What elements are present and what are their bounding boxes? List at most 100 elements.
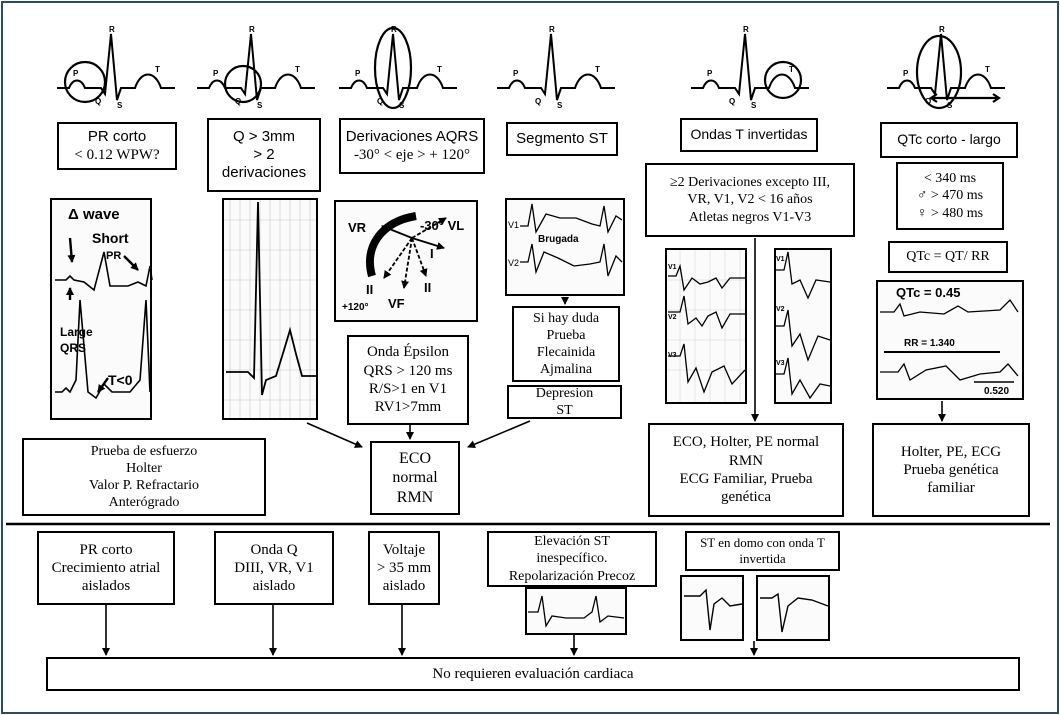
box-qtc-formula: QTc = QT/ RR xyxy=(888,241,1008,273)
text-line: Voltaje xyxy=(382,541,426,558)
waveform-label: P xyxy=(903,69,909,78)
waveform-label: S xyxy=(557,101,563,110)
waveform-label: S xyxy=(257,101,263,110)
label-axis-120: +120° xyxy=(342,302,369,313)
label-lead-v3: V3 xyxy=(776,360,785,367)
text-line: RMN xyxy=(396,488,434,506)
label-brugada-v1: V1 xyxy=(508,220,520,230)
ecg-trace xyxy=(520,243,623,277)
label-pr: PR xyxy=(106,250,122,262)
ecg-waveform-line xyxy=(57,33,175,101)
box-bottom-voltage: Voltaje > 35 mm aislado xyxy=(368,531,440,605)
ecg-trace xyxy=(776,309,831,362)
text-line: Segmento ST xyxy=(516,129,608,147)
text-line: Prueba de esfuerzo xyxy=(90,443,198,459)
text-line: Flecainida xyxy=(536,345,596,360)
image-dome-st-ecg-1 xyxy=(680,575,744,641)
waveform-label: Q xyxy=(95,97,101,106)
text-line: < 340 ms xyxy=(923,171,977,187)
text-line: QRS > 120 ms xyxy=(363,362,453,379)
box-bottom-pr: PR corto Crecimiento atrial aislados xyxy=(37,531,175,605)
label-axis-i: I xyxy=(430,246,434,261)
axis-arrow xyxy=(383,237,413,279)
ecg-trace xyxy=(668,343,746,394)
text-line: Holter, PE, ECG xyxy=(900,443,1002,460)
text-line: genética xyxy=(721,489,771,506)
text-line: inespecífico. xyxy=(536,551,608,567)
waveform-label: T xyxy=(295,65,300,74)
text-line: Ajmalina xyxy=(539,362,593,378)
box-st-segment: Segmento ST xyxy=(506,122,618,156)
image-t-inverted-ecg-1 xyxy=(665,248,747,404)
highlight-marker xyxy=(373,26,413,110)
waveform-label: T xyxy=(595,65,600,74)
ecg-trace xyxy=(668,263,745,292)
label-lead-v1: V1 xyxy=(668,264,677,271)
text-line: PR corto xyxy=(79,541,133,558)
waveform-label: Q xyxy=(729,97,735,106)
box-epsilon: Onda Épsilon QRS > 120 ms R/S>1 en V1 RV… xyxy=(347,335,469,425)
ecg-waveform-line xyxy=(691,33,809,101)
text-line: Onda Q xyxy=(250,541,298,558)
label-rr-measure: RR = 1.340 xyxy=(904,338,955,349)
axis-arrow xyxy=(411,237,428,277)
axis-arrow xyxy=(381,224,413,239)
waveform-label: R xyxy=(249,25,255,34)
label-brugada-v2: V2 xyxy=(508,258,520,268)
text-line: Prueba xyxy=(546,327,586,343)
box-pr-corto: PR corto < 0.12 WPW? xyxy=(57,122,177,170)
text-line: ST xyxy=(556,403,573,418)
arrow xyxy=(67,237,76,263)
box-bottom-st-elevation: Elevación ST inespecífico. Repolarizació… xyxy=(487,531,657,587)
box-axis: Derivaciones AQRS -30° < eje > + 120° xyxy=(339,118,485,174)
label-axis-vf: VF xyxy=(388,296,405,311)
text-line: aislado xyxy=(382,578,426,595)
waveform-label: R xyxy=(109,25,115,34)
label-t-neg: T<0 xyxy=(108,372,133,388)
text-line: Ondas T invertidas xyxy=(690,126,808,143)
waveform-label: R xyxy=(939,25,945,34)
text-line: QTc corto - largo xyxy=(897,131,1001,148)
text-line: aislado xyxy=(252,578,296,595)
text-line: Onda Épsilon xyxy=(366,344,450,361)
image-early-repolarization-ecg xyxy=(525,587,627,635)
text-line: Holter xyxy=(126,460,162,476)
waveform-label: S xyxy=(117,101,123,110)
text-line: Q > 3mm xyxy=(232,127,296,145)
box-eco-holter: ECO, Holter, PE normal RMN ECG Familiar,… xyxy=(648,423,844,517)
highlight-marker xyxy=(223,64,263,104)
waveform-label: Q xyxy=(535,97,541,106)
ecg-grid xyxy=(667,250,745,402)
text-line: ♂ > 470 ms xyxy=(916,188,984,204)
text-line: Repolarización Precoz xyxy=(508,568,636,584)
waveform-label: P xyxy=(73,69,79,78)
box-q-wave: Q > 3mm > 2 derivaciones xyxy=(207,118,321,192)
image-wpw-ecg xyxy=(50,198,152,420)
ecg-trace xyxy=(528,595,625,628)
text-line: RV1>7mm xyxy=(374,399,442,416)
waveform-label: R xyxy=(391,25,397,34)
box-qtc-values: < 340 ms ♂ > 470 ms ♀ > 480 ms xyxy=(896,162,1004,230)
label-lead-v2: V2 xyxy=(776,306,785,313)
text-line: ECO xyxy=(399,449,431,467)
text-line: ≥2 Derivaciones excepto III, xyxy=(669,175,831,191)
box-leads-criteria: ≥2 Derivaciones excepto III, VR, V1, V2 … xyxy=(645,163,855,237)
highlight-marker xyxy=(915,34,963,110)
text-line: PR corto xyxy=(87,127,147,145)
highlight-marker xyxy=(929,93,1001,103)
waveform-label: S xyxy=(751,101,757,110)
arrow xyxy=(467,420,531,448)
waveform-label: T xyxy=(437,65,442,74)
text-line: ST en domo con onda T xyxy=(700,535,825,551)
box-bottom-q: Onda Q DIII, VR, V1 aislado xyxy=(214,531,334,605)
text-line: R/S>1 en V1 xyxy=(368,381,448,397)
arrow xyxy=(123,255,139,271)
ecg-trace xyxy=(760,592,829,633)
waveform-label: Q xyxy=(377,97,383,106)
text-line: aislados xyxy=(81,578,131,595)
text-line: RMN xyxy=(728,452,764,469)
text-line: derivaciones xyxy=(221,164,307,182)
